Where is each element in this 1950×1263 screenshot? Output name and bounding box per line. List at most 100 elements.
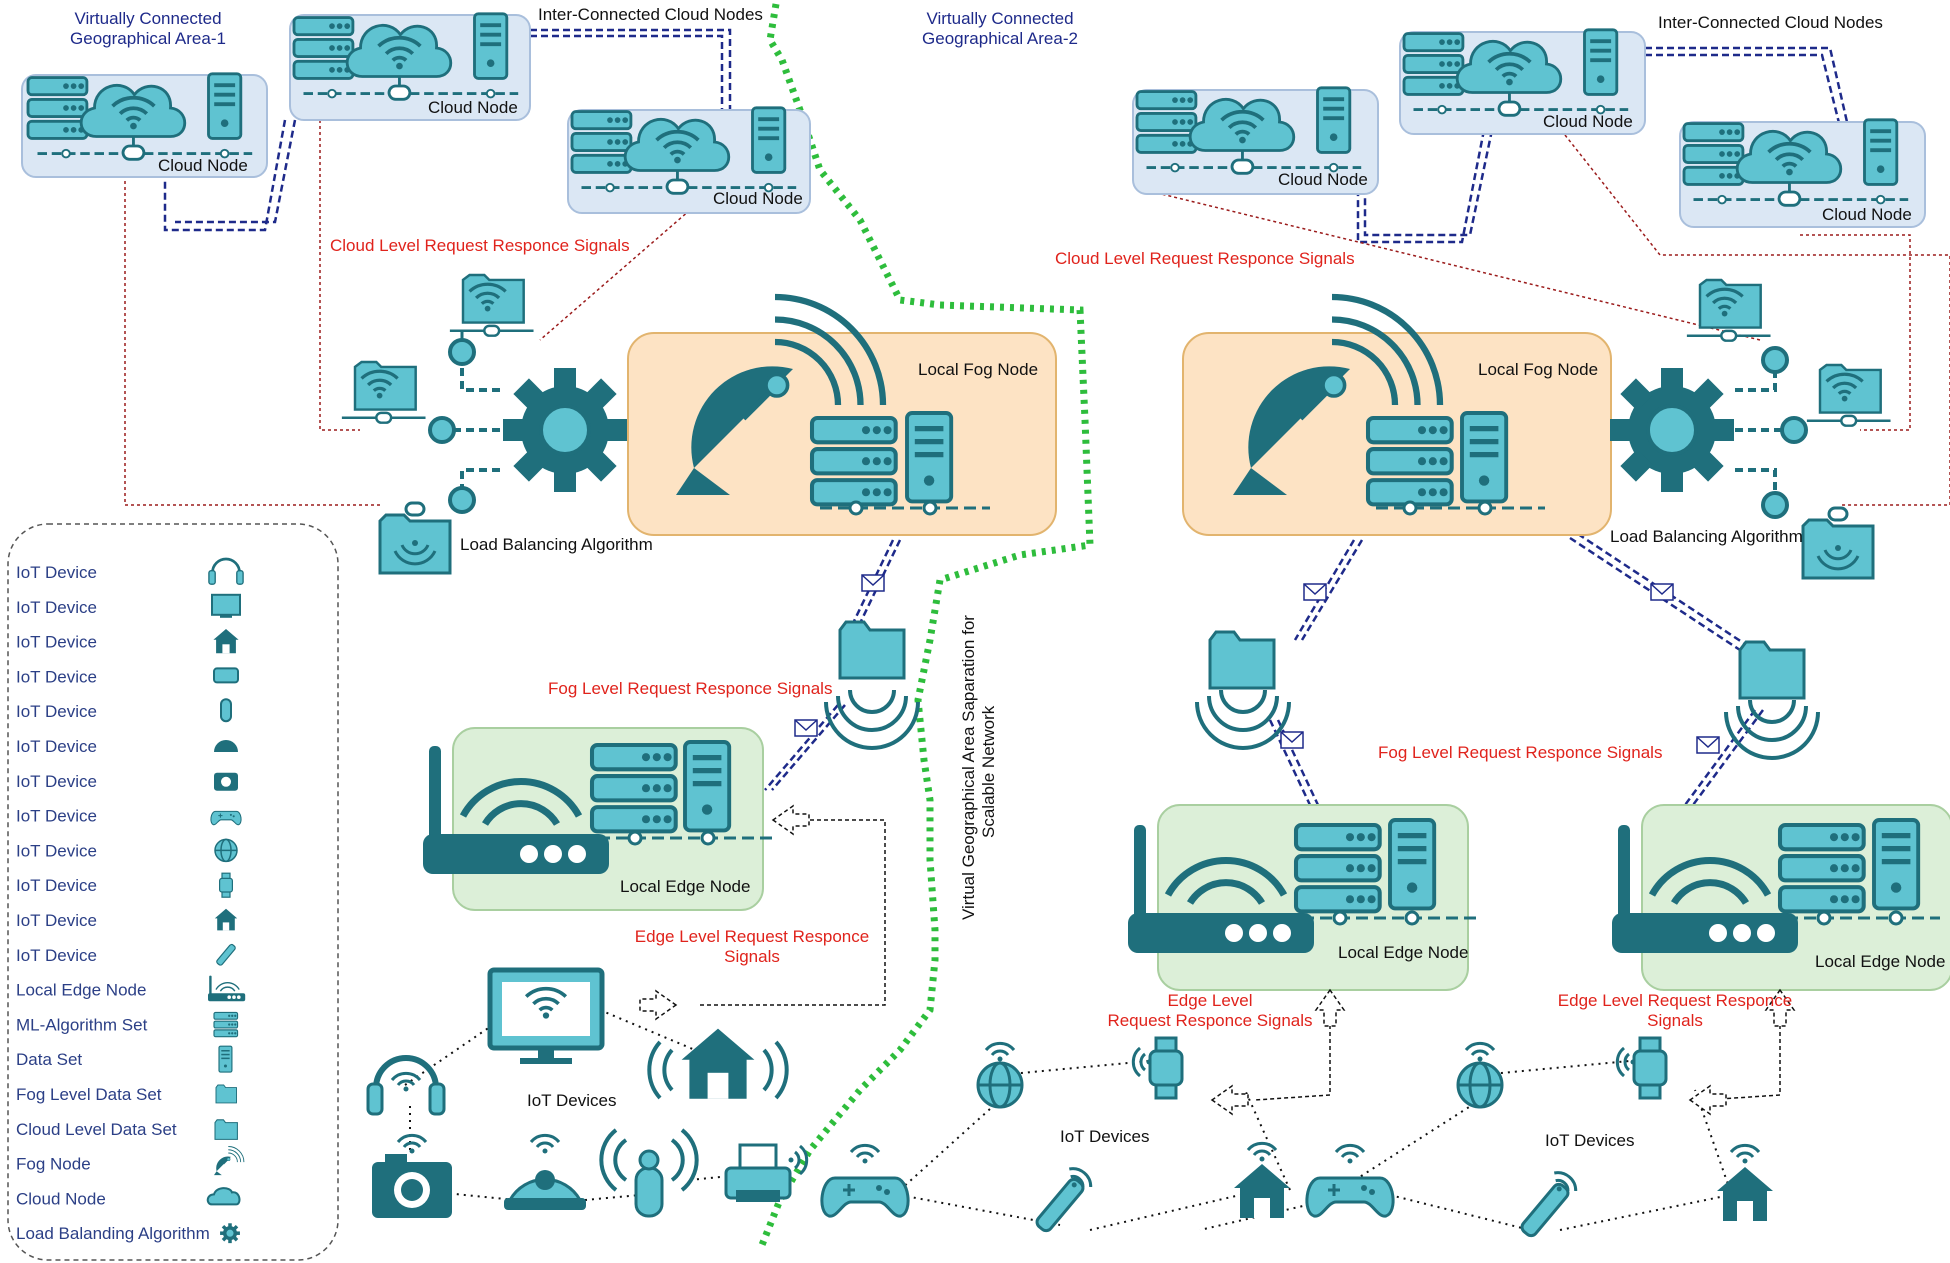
legend-item-label: IoT Device: [16, 563, 97, 582]
printer-icon: [724, 1143, 809, 1202]
legend-item-label: IoT Device: [16, 633, 97, 652]
monitor-icon: [211, 593, 241, 618]
fog-signals-label-2: Fog Level Request Responce Signals: [1378, 743, 1662, 762]
cloud-node-1: Cloud Node: [21, 74, 268, 178]
legend-item-label: IoT Device: [16, 702, 97, 721]
gamepad-icon: [820, 1143, 910, 1218]
fog-node-label: Local Fog Node: [918, 360, 1038, 379]
load-balancing-label-1: Load Balancing Algorithm: [460, 535, 653, 554]
cloud-node-label: Cloud Node: [158, 156, 248, 175]
iot-devices-area-1: IoT Devices: [368, 967, 809, 1218]
legend-item: IoT Device: [16, 698, 232, 723]
local-edge-node-3: Local Edge Node: [1612, 804, 1950, 991]
legend-item-label: IoT Device: [16, 876, 97, 895]
legend-item: IoT Device: [16, 872, 233, 898]
local-edge-node-1: Local Edge Node: [423, 727, 775, 911]
legend-item: Load Balanding Algorithm: [16, 1222, 241, 1244]
legend-item: Cloud Level Data Set: [16, 1119, 238, 1140]
legend-item-label: IoT Device: [16, 667, 97, 686]
legend-item-label: IoT Device: [16, 737, 97, 756]
iot-devices-area-2: IoT Devices IoT Devices: [820, 1036, 1773, 1240]
legend-item-label: IoT Device: [16, 911, 97, 930]
smartwatch-icon: [219, 872, 233, 898]
local-edge-node-2: Local Edge Node: [1128, 804, 1480, 991]
legend-item: IoT Device: [16, 629, 239, 654]
server-tower-icon: [218, 1045, 233, 1073]
legend-item: IoT Device: [16, 557, 245, 586]
cloud-signal-links: [124, 120, 1950, 506]
local-fog-node-1: Local Fog Node: [627, 297, 1057, 536]
cloud-node-label: Cloud Node: [1278, 170, 1368, 189]
legend-item-label: Local Edge Node: [16, 981, 146, 1000]
area2-title-line1: Virtually Connected: [926, 9, 1073, 28]
globe-icon: [214, 838, 238, 863]
legend-item: Data Set: [16, 1045, 233, 1073]
cloud-signals-label-2: Cloud Level Request Responce Signals: [1055, 249, 1355, 268]
legend-item: IoT Device: [16, 772, 238, 791]
edge-signals-label-1-line1: Edge Level Request Responce: [635, 927, 869, 946]
globe-icon: [1456, 1041, 1504, 1109]
legend-item-label: IoT Device: [16, 841, 97, 860]
cloud-node-5: Cloud Node: [1399, 30, 1646, 135]
legend-item: IoT Device: [16, 838, 238, 863]
monitor-icon: [487, 967, 605, 1064]
legend-item-label: Cloud Node: [16, 1189, 106, 1208]
fog-signals-label-1: Fog Level Request Responce Signals: [548, 679, 832, 698]
local-fog-node-2: Local Fog Node: [1182, 297, 1612, 536]
area1-title-line2: Geographical Area-1: [70, 29, 226, 48]
smart-home-icon: [647, 1028, 789, 1100]
separation-label-line2: Scalable Network: [979, 705, 998, 838]
load-balancer-1: Load Balancing Algorithm: [342, 275, 653, 575]
legend-item-label: Fog Node: [16, 1155, 91, 1174]
cloud-node-label: Cloud Node: [1822, 205, 1912, 224]
cloud-node-6: Cloud Node: [1679, 120, 1926, 228]
fog-data-set-folder: [838, 620, 906, 680]
house-icon: [1234, 1141, 1290, 1218]
legend-item-label: Load Balanding Algorithm: [16, 1224, 210, 1243]
edge-signals-label-2-line1: Edge Level: [1167, 991, 1252, 1010]
legend-item: ML-Algorithm Set: [16, 1011, 239, 1038]
iot-devices-label-1: IoT Devices: [527, 1091, 616, 1110]
remote-icon: [1518, 1166, 1582, 1240]
legend-item: IoT Device: [16, 667, 239, 686]
edge-node-label: Local Edge Node: [1338, 943, 1468, 962]
legend-item-label: IoT Device: [16, 807, 97, 826]
wifi-folder-icon: [214, 1119, 238, 1140]
legend-item: IoT Device: [16, 942, 237, 967]
legend-item: IoT Device: [16, 807, 242, 826]
separation-label-line1: Virtual Geographical Area Saparation for: [959, 615, 978, 920]
legend-item-label: Cloud Level Data Set: [16, 1120, 177, 1139]
folder-icon: [215, 1084, 237, 1104]
area1-title-line1: Virtually Connected: [74, 9, 221, 28]
inter-connected-label-2: Inter-Connected Cloud Nodes: [1658, 13, 1883, 32]
dome-camera-icon: [504, 1133, 586, 1210]
cloud-signals-label-1: Cloud Level Request Responce Signals: [330, 236, 630, 255]
cloud-node-label: Cloud Node: [713, 189, 803, 208]
smartwatch-icon: [1131, 1036, 1184, 1100]
legend-item: Local Edge Node: [16, 974, 246, 1002]
legend-item-label: IoT Device: [16, 946, 97, 965]
cloud-node-3: Cloud Node: [567, 108, 811, 214]
edge-signals-label-3-line1: Edge Level Request Responce: [1558, 991, 1792, 1010]
edge-node-label: Local Edge Node: [620, 877, 750, 896]
remote-icon: [1033, 1162, 1097, 1235]
iot-devices-label-2: IoT Devices: [1060, 1127, 1149, 1146]
legend-item: IoT Device: [16, 593, 241, 618]
cloud-node-4: Cloud Node: [1132, 88, 1379, 195]
dome-camera-icon: [214, 740, 238, 752]
headphones-icon: [368, 1058, 444, 1114]
load-balancer-2: Load Balancing Algorithm: [1608, 280, 1891, 580]
camera-icon: [214, 772, 238, 791]
smartwatch-icon: [1615, 1036, 1668, 1100]
inter-connected-label-1: Inter-Connected Cloud Nodes: [538, 5, 763, 24]
legend-item: Fog Node: [16, 1146, 245, 1176]
touch-icon: [599, 1128, 699, 1218]
gamepad-icon: [1305, 1143, 1395, 1218]
globe-icon: [976, 1041, 1024, 1109]
edge-signals-label-3-line2: Signals: [1647, 1011, 1703, 1030]
fog-node-label: Local Fog Node: [1478, 360, 1598, 379]
gear-icon: [219, 1222, 241, 1244]
legend-item: Cloud Node: [16, 1187, 241, 1208]
cloud-interconnect-links: [163, 28, 1852, 244]
